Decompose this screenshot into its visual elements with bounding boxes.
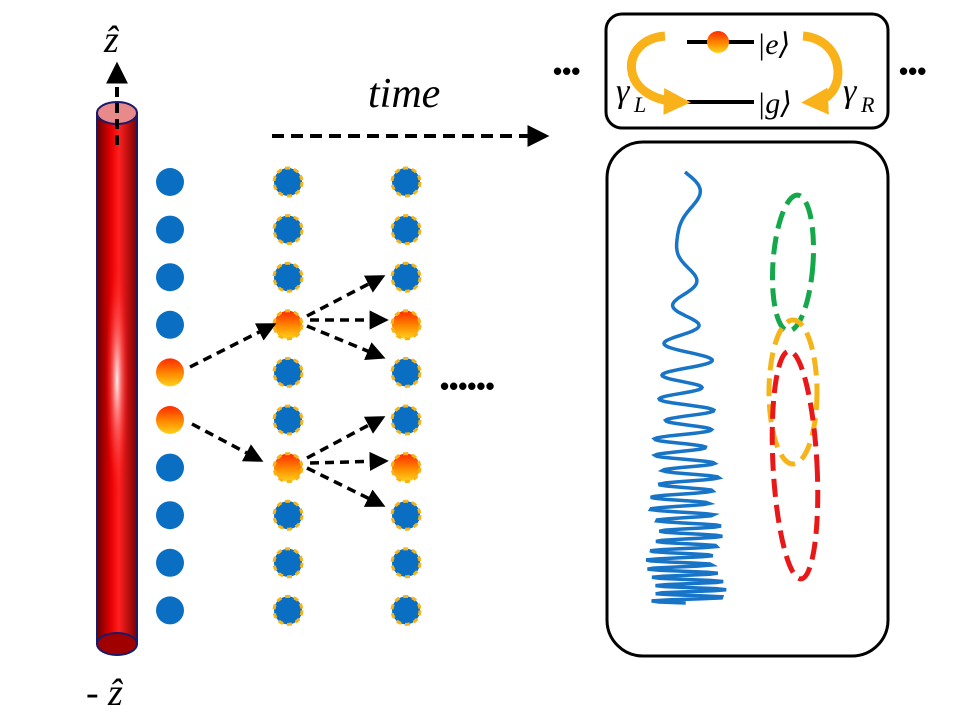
photon-waveform (645, 170, 727, 605)
ground-atom (156, 168, 184, 196)
emission-arrow (309, 451, 389, 472)
atom-dashed-ring (390, 594, 422, 626)
svg-text:R: R (860, 92, 875, 117)
z-hat-bottom-label: - ẑ (86, 672, 124, 714)
svg-text:-: - (86, 672, 99, 714)
ground-atom (392, 215, 420, 244)
left-decay-arrow (627, 31, 691, 115)
ground-atom (156, 596, 184, 625)
svg-text:ẑ: ẑ (107, 672, 124, 714)
ground-atom (274, 168, 302, 196)
atom-dashed-ring (390, 309, 422, 341)
ellipsis-top-left: ••• (553, 56, 580, 86)
excited-atom (392, 453, 420, 482)
ground-atom (392, 548, 420, 577)
ground-atom (274, 548, 302, 577)
atom-dashed-ring (272, 499, 304, 531)
atom-dashed-ring (272, 166, 304, 198)
atom-dashed-ring (272, 214, 304, 246)
svg-text:L: L (633, 92, 646, 117)
ground-atom (392, 263, 420, 292)
atom-dashed-ring (390, 452, 422, 484)
ground-atom (156, 453, 184, 482)
green-correlation-ellipse (769, 192, 817, 334)
ground-atom (156, 310, 184, 339)
ellipsis-top-right: ••• (899, 56, 926, 86)
ground-atom (156, 263, 184, 292)
ground-atom (274, 501, 302, 530)
atom-dashed-ring (272, 547, 304, 579)
atom-dashed-ring (390, 404, 422, 436)
atom-dashed-ring (272, 261, 304, 293)
right-decay-arrow (801, 31, 843, 115)
ground-state-label: |g⟩ (757, 87, 792, 120)
ground-atom (392, 406, 420, 434)
atom-dashed-ring (272, 404, 304, 436)
ground-atom (392, 168, 420, 196)
excited-atom (156, 406, 184, 434)
excited-atom (156, 358, 184, 387)
emission-arrow (191, 422, 264, 462)
gamma-left-label: γ L (616, 73, 646, 117)
atom-dashed-ring (390, 261, 422, 293)
ground-atom (392, 501, 420, 530)
excited-atom (274, 453, 302, 482)
level-scheme-box: |e⟩ |g⟩ γ L γ R (604, 12, 890, 130)
emission-arrow (189, 323, 277, 369)
atom-dashed-ring (390, 356, 422, 388)
red-correlation-ellipse (769, 348, 821, 582)
ground-atom (274, 358, 302, 387)
excited-atom (392, 310, 420, 339)
ellipsis-middle: •••••• (440, 371, 495, 401)
ground-atom (274, 215, 302, 244)
ground-atom (274, 406, 302, 434)
ground-atom (156, 501, 184, 530)
atom-dashed-ring (272, 309, 304, 341)
ground-atom (392, 596, 420, 625)
correlation-box (605, 140, 890, 658)
ground-atom (156, 215, 184, 244)
emission-arrow (306, 416, 386, 460)
atom-dashed-ring (272, 356, 304, 388)
ground-atom (392, 358, 420, 387)
orange-correlation-ellipse (766, 317, 820, 467)
ground-atom (156, 548, 184, 577)
excited-state-label: |e⟩ (757, 28, 790, 61)
svg-text:γ: γ (616, 73, 631, 110)
z-hat-top-label: ẑ (103, 19, 120, 61)
atom-dashed-ring (390, 214, 422, 246)
waveguide-tube (96, 101, 138, 656)
time-label: time (368, 71, 440, 117)
excited-atom-icon (707, 31, 729, 53)
atom-dashed-ring (272, 594, 304, 626)
emission-arrow (306, 275, 386, 318)
atom-dashed-ring (272, 452, 304, 484)
emission-arrow (306, 324, 386, 361)
ground-atom (274, 596, 302, 625)
atom-dashed-ring (390, 547, 422, 579)
gamma-right-label: γ R (843, 73, 875, 117)
emission-arrows (189, 275, 389, 507)
atom-dashed-ring (390, 166, 422, 198)
ground-atom (274, 263, 302, 292)
emission-arrow (306, 466, 386, 507)
atom-dashed-ring (390, 499, 422, 531)
excited-atom (274, 310, 302, 339)
svg-text:γ: γ (843, 73, 858, 110)
